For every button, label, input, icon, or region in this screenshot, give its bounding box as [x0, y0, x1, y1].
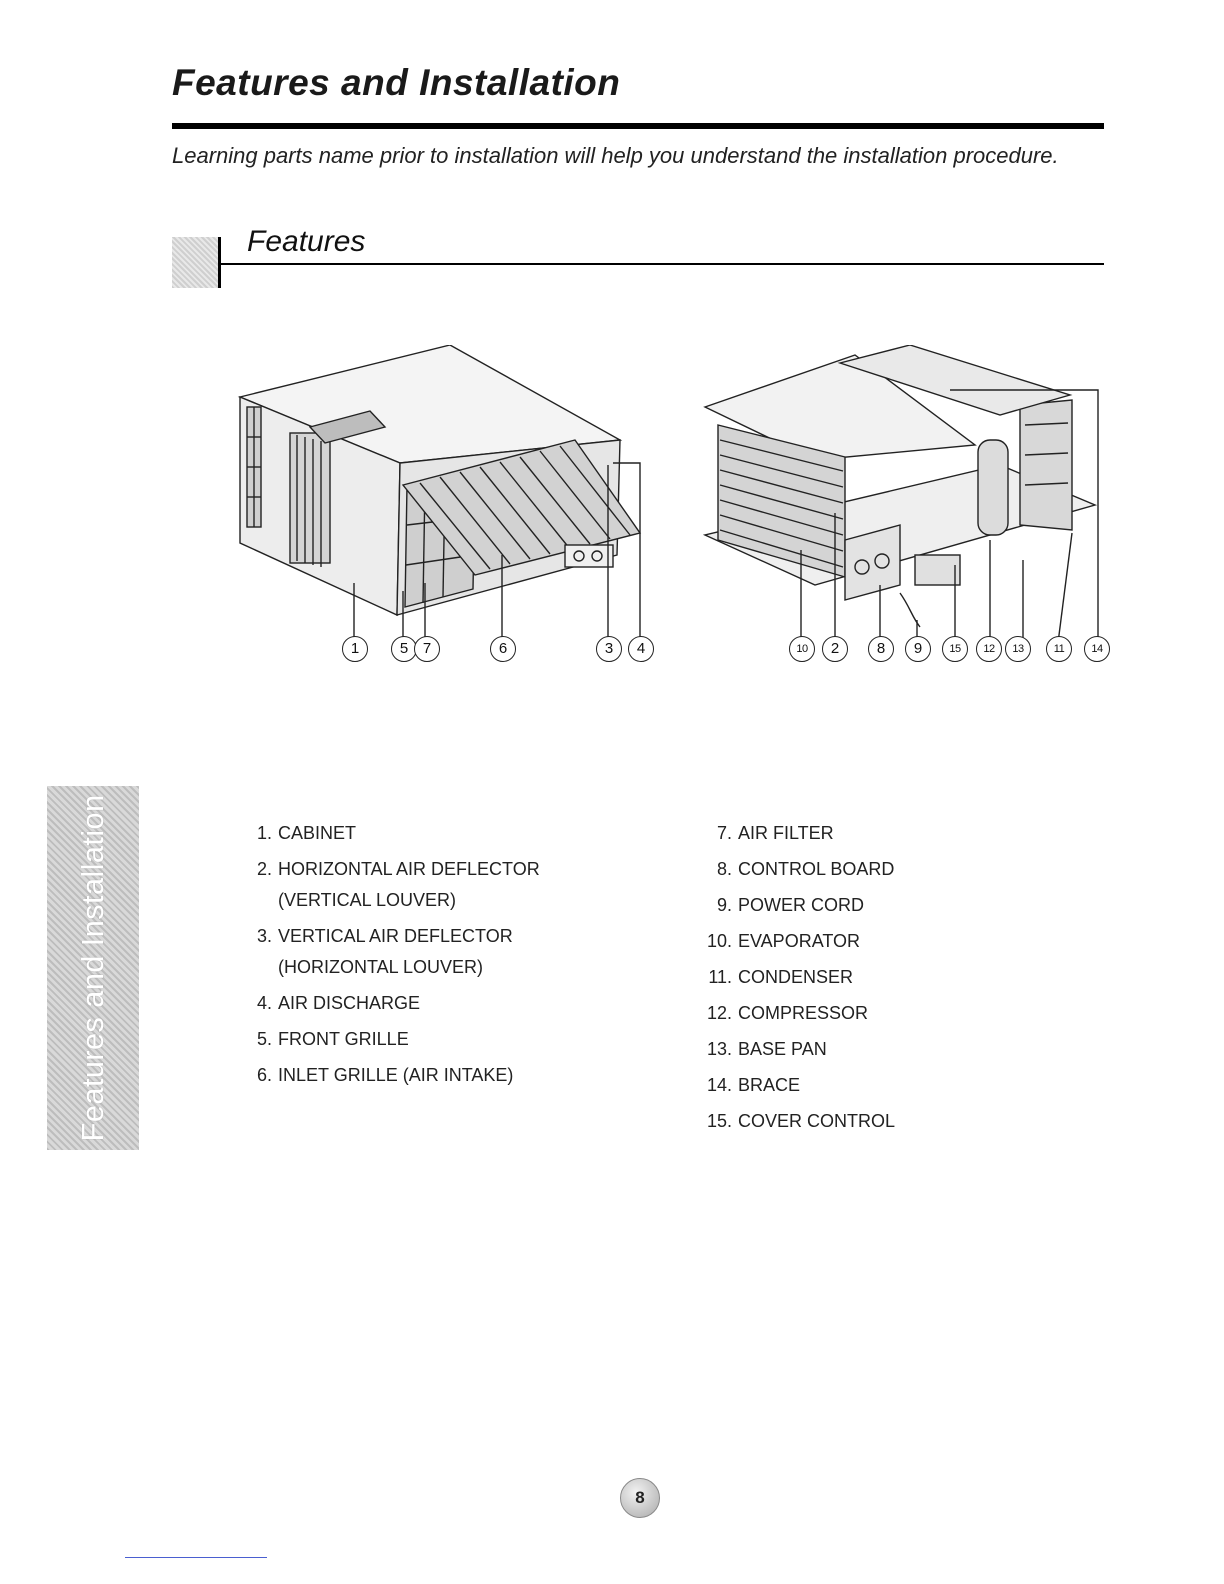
callout-3: 3: [596, 636, 622, 662]
list-item: 4. AIR DISCHARGE: [248, 992, 540, 1014]
list-item: 1. CABINET: [248, 822, 540, 844]
list-item: 6. INLET GRILLE (AIR INTAKE): [248, 1064, 540, 1086]
part-number: 5.: [256, 1029, 272, 1049]
callout-8: 8: [868, 636, 894, 662]
part-number: 3.: [256, 926, 272, 946]
list-item: 3. VERTICAL AIR DEFLECTOR (HORIZONTAL LOUV…: [248, 925, 540, 978]
part-number: 6.: [256, 1065, 272, 1085]
callout-6: 6: [490, 636, 516, 662]
part-number: 15.: [706, 1111, 732, 1131]
part-number: 8.: [716, 859, 732, 879]
section-marker-tick: [218, 237, 221, 288]
part-name: INLET GRILLE (AIR INTAKE): [278, 1065, 514, 1085]
callout-9: 9: [905, 636, 931, 662]
callout-7: 7: [414, 636, 440, 662]
callout-1: 1: [342, 636, 368, 662]
part-name: CABINET: [278, 823, 357, 843]
list-item: 9. POWER CORD: [706, 894, 895, 916]
part-subname: (HORIZONTAL LOUVER): [278, 957, 484, 977]
callout-4: 4: [628, 636, 654, 662]
part-subname: (VERTICAL LOUVER): [278, 890, 457, 910]
title-rule: [172, 123, 1104, 129]
callout-10: 10: [789, 636, 815, 662]
parts-list-right: 7. AIR FILTER 8. CONTROL BOARD 9. POWER COR…: [706, 822, 895, 1146]
list-item: 10. EVAPORATOR: [706, 930, 895, 952]
part-number: 14.: [706, 1075, 732, 1095]
part-name: CONTROL BOARD: [738, 859, 895, 879]
list-item: 12. COMPRESSOR: [706, 1002, 895, 1024]
part-name: VERTICAL AIR DEFLECTOR: [278, 926, 513, 946]
page-title: Features and Installation: [172, 62, 621, 103]
part-name: BASE PAN: [738, 1039, 827, 1059]
callout-15: 15: [942, 636, 968, 662]
part-name: BRACE: [738, 1075, 801, 1095]
list-item: 2. HORIZONTAL AIR DEFLECTOR (VERTICAL LOUV…: [248, 858, 540, 911]
list-item: 8. CONTROL BOARD: [706, 858, 895, 880]
part-name: FRONT GRILLE: [278, 1029, 409, 1049]
side-chapter-tab: Features and Installation: [47, 786, 139, 1150]
footer-link-line: [125, 1557, 267, 1558]
list-item: 7. AIR FILTER: [706, 822, 895, 844]
intro-text: Learning parts name prior to installatio…: [172, 143, 1059, 168]
list-item: 13. BASE PAN: [706, 1038, 895, 1060]
parts-list-left: 1. CABINET 2. HORIZONTAL AIR DEFLECTOR (VER…: [248, 822, 540, 1100]
page-number: 8: [620, 1478, 660, 1518]
callout-13: 13: [1005, 636, 1031, 662]
section-marker: [172, 237, 218, 288]
side-chapter-label: Features and Installation: [75, 794, 110, 1142]
part-number: 2.: [256, 859, 272, 879]
part-name: AIR DISCHARGE: [278, 993, 421, 1013]
callout-2: 2: [822, 636, 848, 662]
part-name: POWER CORD: [738, 895, 864, 915]
section-title: Features: [247, 225, 366, 258]
list-item: 14. BRACE: [706, 1074, 895, 1096]
part-number: 9.: [716, 895, 732, 915]
part-name: COVER CONTROL: [738, 1111, 896, 1131]
part-number: 4.: [256, 993, 272, 1013]
part-name: CONDENSER: [738, 967, 854, 987]
callout-14: 14: [1084, 636, 1110, 662]
part-number: 12.: [706, 1003, 732, 1023]
callout-5: 5: [391, 636, 417, 662]
list-item: 15. COVER CONTROL: [706, 1110, 895, 1132]
part-number: 10.: [706, 931, 732, 951]
ac-chassis-illustration: [702, 345, 1099, 644]
list-item: 11. CONDENSER: [706, 966, 895, 988]
callout-12: 12: [976, 636, 1002, 662]
part-number: 1.: [256, 823, 272, 843]
list-item: 5. FRONT GRILLE: [248, 1028, 540, 1050]
part-number: 7.: [716, 823, 732, 843]
ac-front-illustration: [237, 345, 642, 643]
part-number: 13.: [706, 1039, 732, 1059]
part-name: EVAPORATOR: [738, 931, 861, 951]
callouts-left: 1 5 7 6 3 4: [0, 636, 700, 670]
section-rule: [218, 263, 1104, 265]
callouts-right: 10 2 8 9 15 12 13 11 14: [0, 636, 1224, 670]
part-name: AIR FILTER: [738, 823, 834, 843]
part-name: HORIZONTAL AIR DEFLECTOR: [278, 859, 540, 879]
callout-11: 11: [1046, 636, 1072, 662]
part-name: COMPRESSOR: [738, 1003, 869, 1023]
part-number: 11.: [708, 967, 732, 987]
